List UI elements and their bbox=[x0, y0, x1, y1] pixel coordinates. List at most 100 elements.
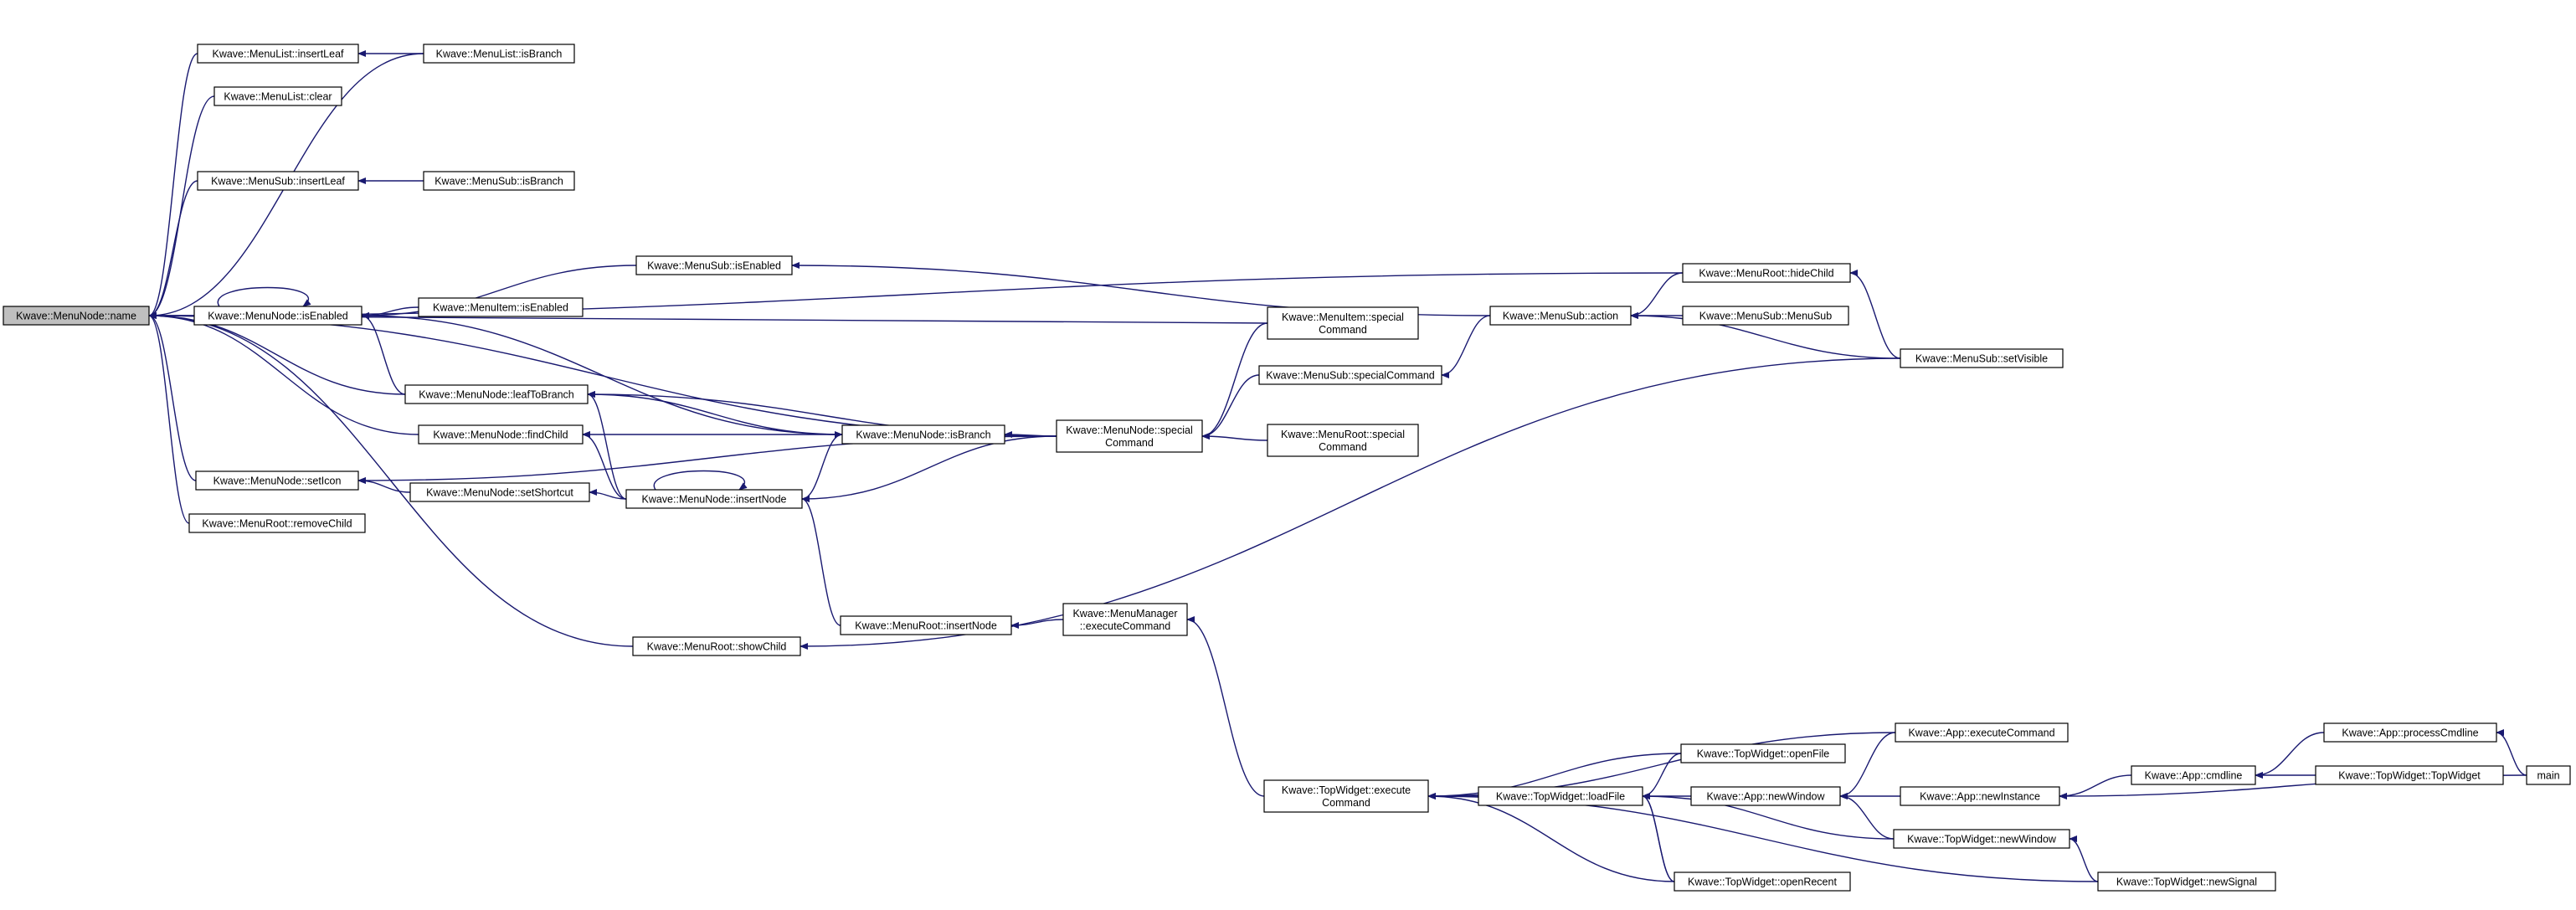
node-kwave-menuroot-removechild[interactable]: Kwave::MenuRoot::removeChild bbox=[188, 513, 366, 533]
node-label: Kwave::MenuSub::isBranch bbox=[434, 176, 563, 188]
node-label: Kwave::MenuItem::isEnabled bbox=[433, 302, 568, 314]
node-kwave-menuroot-insertnode[interactable]: Kwave::MenuRoot::insertNode bbox=[840, 615, 1012, 635]
node-kwave-app-cmdline[interactable]: Kwave::App::cmdline bbox=[2131, 765, 2256, 785]
node-label: Kwave::MenuNode::setShortcut bbox=[426, 487, 573, 499]
node-label: Kwave::MenuSub::action bbox=[1503, 311, 1618, 322]
edge-mn_findChild-to-name bbox=[148, 312, 419, 435]
node-box bbox=[418, 297, 584, 317]
node-label: Kwave::MenuNode::setIcon bbox=[213, 476, 342, 487]
edge-mn_leafToBranch-to-name bbox=[148, 312, 406, 395]
node-label: Kwave::MenuSub::setVisible bbox=[1915, 353, 2048, 365]
edge-tw_openFile-to-tw_loadFile bbox=[1642, 753, 1682, 799]
node-kwave-menumanager-executecommand[interactable]: Kwave::MenuManager::executeCommand bbox=[1062, 603, 1188, 636]
node-kwave-topwidget-topwidget[interactable]: Kwave::TopWidget::TopWidget bbox=[2315, 765, 2504, 785]
node-kwave-menunode-setshortcut[interactable]: Kwave::MenuNode::setShortcut bbox=[409, 482, 590, 502]
edge-ms_insertLeaf-to-name bbox=[148, 180, 198, 319]
node-label: Kwave::MenuItem::special bbox=[1282, 311, 1404, 323]
node-label: Kwave::MenuNode::name bbox=[16, 311, 136, 322]
edge-app_execute-to-app_newWindow bbox=[1839, 732, 1896, 799]
node-kwave-menunode-insertnode[interactable]: Kwave::MenuNode::insertNode bbox=[625, 489, 803, 509]
edge-ms_setVisible-to-mr_showChild bbox=[800, 357, 1901, 650]
node-kwave-menulist-insertleaf[interactable]: Kwave::MenuList::insertLeaf bbox=[197, 44, 359, 64]
node-box bbox=[1690, 786, 1841, 806]
node-kwave-menuroot-special-command[interactable]: Kwave::MenuRoot::specialCommand bbox=[1267, 424, 1419, 457]
edge-mn_insertNode-to-mn_insertNode bbox=[653, 470, 748, 491]
edge-mn_insertNode-to-mn_leafToBranch bbox=[587, 391, 627, 500]
node-kwave-menusub-isbranch[interactable]: Kwave::MenuSub::isBranch bbox=[423, 171, 575, 191]
edge-ms_action-to-ms_special bbox=[1441, 315, 1491, 378]
edge-mn_setShortcut-to-mn_setIcon bbox=[357, 477, 411, 493]
node-kwave-app-executecommand[interactable]: Kwave::App::executeCommand bbox=[1895, 722, 2069, 743]
node-label: Kwave::TopWidget::loadFile bbox=[1496, 791, 1625, 803]
node-kwave-menusub-action[interactable]: Kwave::MenuSub::action bbox=[1489, 306, 1632, 326]
edge-mr_hideChild-to-name bbox=[148, 272, 1684, 319]
node-label: Kwave::TopWidget::newWindow bbox=[1907, 834, 2057, 846]
node-box bbox=[1682, 263, 1851, 283]
node-label: Kwave::MenuSub::specialCommand bbox=[1266, 370, 1435, 382]
node-kwave-menulist-isbranch[interactable]: Kwave::MenuList::isBranch bbox=[423, 44, 575, 64]
node-label: Kwave::MenuSub::insertLeaf bbox=[211, 176, 345, 188]
node-kwave-topwidget-newsignal[interactable]: Kwave::TopWidget::newSignal bbox=[2097, 871, 2276, 892]
node-label: Kwave::MenuManager bbox=[1072, 608, 1177, 620]
node-kwave-menuroot-hidechild[interactable]: Kwave::MenuRoot::hideChild bbox=[1682, 263, 1851, 283]
node-box bbox=[840, 615, 1012, 635]
node-kwave-menuitem-special-command[interactable]: Kwave::MenuItem::specialCommand bbox=[1267, 306, 1419, 340]
node-kwave-topwidget-openrecent[interactable]: Kwave::TopWidget::openRecent bbox=[1674, 871, 1851, 892]
node-kwave-menunode-isenabled[interactable]: Kwave::MenuNode::isEnabled bbox=[193, 306, 362, 326]
node-box bbox=[1680, 743, 1846, 763]
node-box bbox=[1900, 786, 2060, 806]
node-kwave-menusub-isenabled[interactable]: Kwave::MenuSub::isEnabled bbox=[635, 255, 793, 275]
node-kwave-menuitem-isenabled[interactable]: Kwave::MenuItem::isEnabled bbox=[418, 297, 584, 317]
node-kwave-menulist-clear[interactable]: Kwave::MenuList::clear bbox=[213, 86, 342, 106]
node-box bbox=[409, 482, 590, 502]
edge-ms_special-to-mn_special bbox=[1201, 374, 1260, 440]
node-kwave-menusub-menusub[interactable]: Kwave::MenuSub::MenuSub bbox=[1682, 306, 1849, 326]
node-label: Kwave::TopWidget::openRecent bbox=[1688, 877, 1837, 888]
edge-mn_insertNode-to-mn_findChild bbox=[582, 431, 627, 500]
node-label: Kwave::MenuNode::insertNode bbox=[641, 494, 786, 506]
node-kwave-menunode-findchild[interactable]: Kwave::MenuNode::findChild bbox=[418, 424, 584, 445]
node-kwave-menunode-leaftobranch[interactable]: Kwave::MenuNode::leafToBranch bbox=[404, 384, 589, 404]
edge-ml_clear-to-name bbox=[148, 95, 215, 319]
edge-mr_insertNode-to-mn_insertNode bbox=[801, 496, 841, 626]
node-box bbox=[2315, 765, 2504, 785]
node-label: Kwave::MenuNode::isBranch bbox=[856, 429, 990, 441]
node-label: Kwave::MenuRoot::showChild bbox=[647, 641, 787, 653]
node-label: Kwave::TopWidget::TopWidget bbox=[2338, 770, 2481, 782]
node-label: Kwave::TopWidget::newSignal bbox=[2116, 877, 2257, 888]
node-kwave-menunode-isbranch[interactable]: Kwave::MenuNode::isBranch bbox=[841, 424, 1005, 445]
edge-mi_special-to-mn_special bbox=[1201, 322, 1268, 440]
node-kwave-menuroot-showchild[interactable]: Kwave::MenuRoot::showChild bbox=[632, 636, 801, 656]
node-kwave-topwidget-openfile[interactable]: Kwave::TopWidget::openFile bbox=[1680, 743, 1846, 763]
node-kwave-menunode-seticon[interactable]: Kwave::MenuNode::setIcon bbox=[195, 470, 359, 491]
node-box bbox=[423, 171, 575, 191]
node-box bbox=[625, 489, 803, 509]
node-label: Kwave::App::newWindow bbox=[1706, 791, 1825, 803]
node-label: Kwave::TopWidget::execute bbox=[1282, 784, 1411, 796]
node-label: Command bbox=[1322, 797, 1370, 809]
node-kwave-menusub-specialcommand[interactable]: Kwave::MenuSub::specialCommand bbox=[1258, 365, 1442, 385]
node-kwave-topwidget-execute-command[interactable]: Kwave::TopWidget::executeCommand bbox=[1263, 779, 1429, 813]
nodes: Kwave::MenuNode::name Kwave::MenuList::in… bbox=[3, 44, 2571, 892]
edge-mn_isBranch-to-mn_isEnabled bbox=[361, 312, 843, 435]
edge-tw_newWindow-to-tw_loadFile bbox=[1642, 793, 1895, 840]
edge-tw_openRecent-to-tw_execute bbox=[1427, 793, 1675, 882]
node-kwave-menusub-insertleaf[interactable]: Kwave::MenuSub::insertLeaf bbox=[197, 171, 359, 191]
node-kwave-menunode-special-command[interactable]: Kwave::MenuNode::specialCommand bbox=[1056, 419, 1203, 453]
edge-app_processCmdline-to-app_cmdline bbox=[2255, 732, 2325, 779]
node-kwave-menusub-setvisible[interactable]: Kwave::MenuSub::setVisible bbox=[1900, 348, 2064, 368]
node-kwave-app-newinstance[interactable]: Kwave::App::newInstance bbox=[1900, 786, 2060, 806]
node-main[interactable]: main bbox=[2526, 765, 2571, 785]
node-label: Kwave::MenuList::isBranch bbox=[436, 49, 563, 60]
node-label: Kwave::MenuSub::MenuSub bbox=[1699, 311, 1832, 322]
node-kwave-app-processcmdline[interactable]: Kwave::App::processCmdline bbox=[2323, 722, 2497, 743]
node-kwave-menunode-name: Kwave::MenuNode::name bbox=[3, 306, 150, 326]
node-box bbox=[418, 424, 584, 445]
node-kwave-topwidget-loadfile[interactable]: Kwave::TopWidget::loadFile bbox=[1478, 786, 1643, 806]
node-kwave-app-newwindow[interactable]: Kwave::App::newWindow bbox=[1690, 786, 1841, 806]
node-box bbox=[1900, 348, 2064, 368]
node-kwave-topwidget-newwindow[interactable]: Kwave::TopWidget::newWindow bbox=[1893, 829, 2070, 849]
node-box bbox=[195, 470, 359, 491]
node-box bbox=[193, 306, 362, 326]
node-box bbox=[2323, 722, 2497, 743]
